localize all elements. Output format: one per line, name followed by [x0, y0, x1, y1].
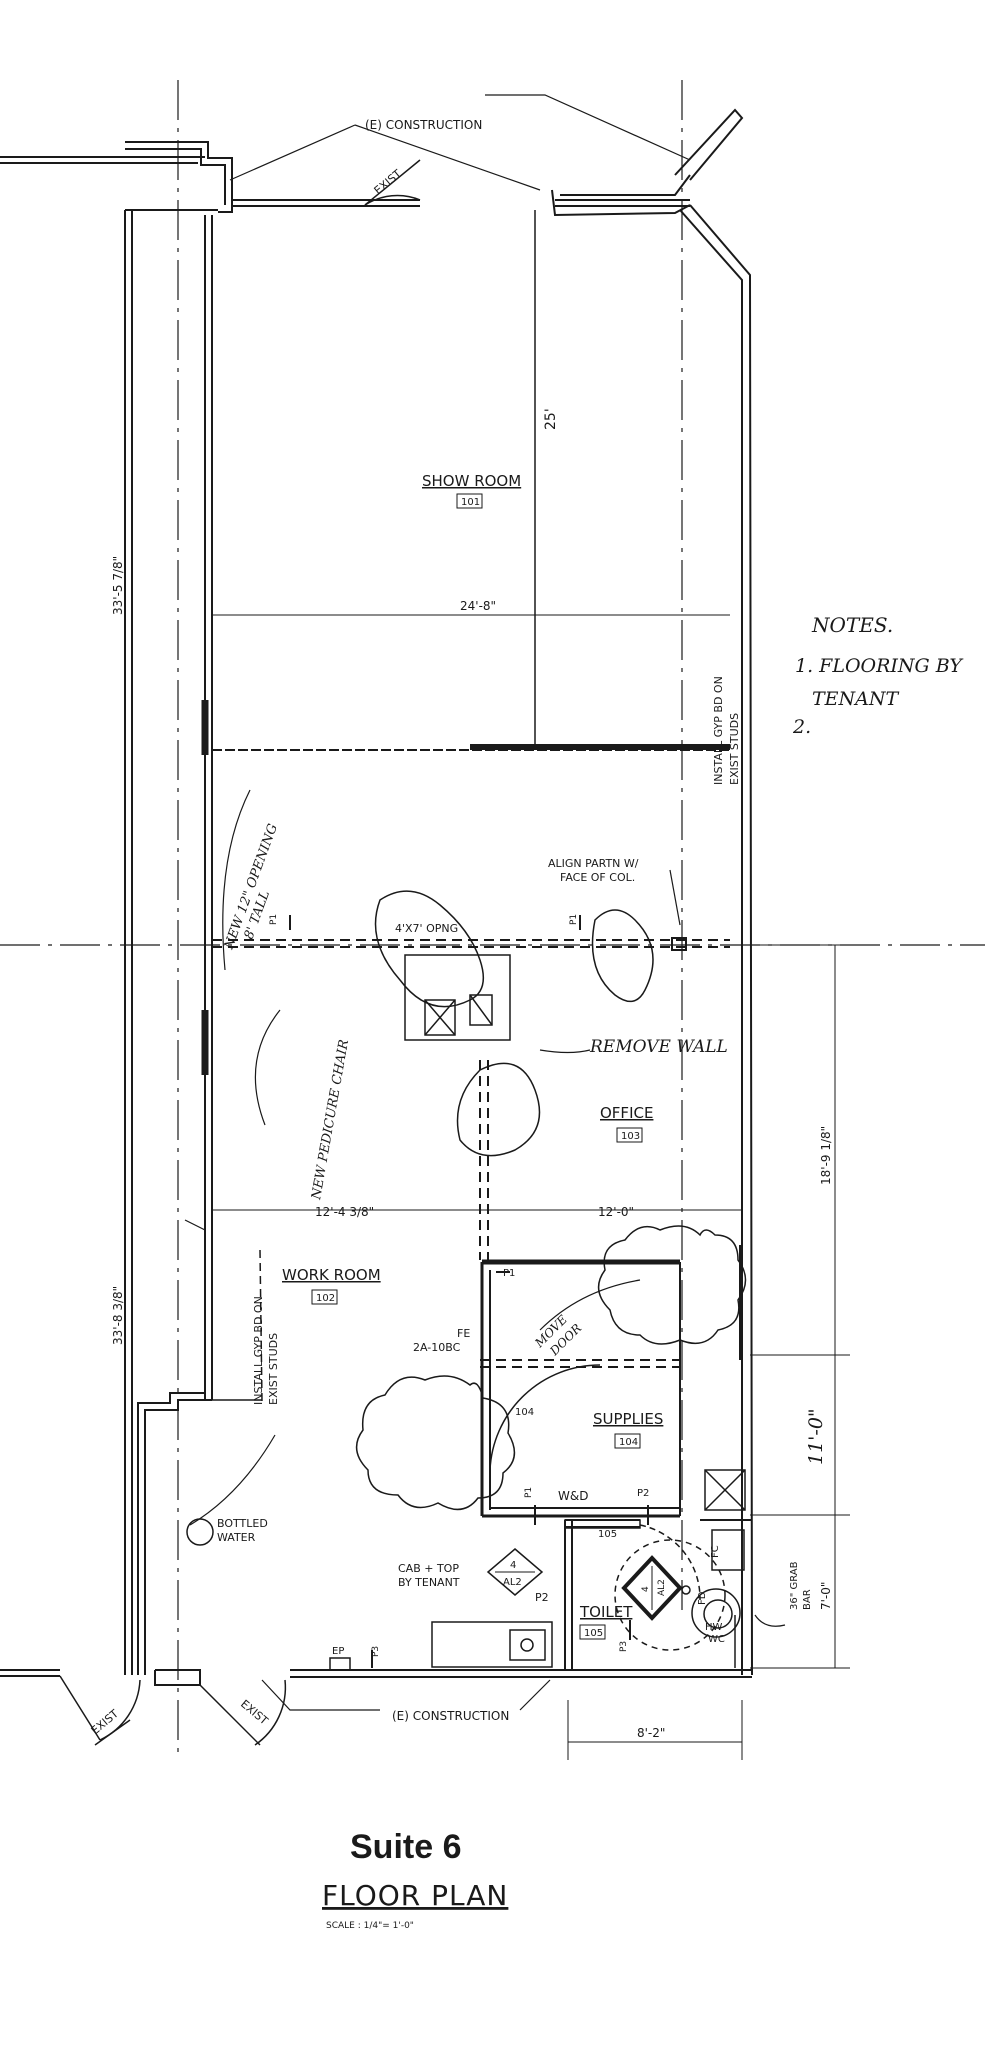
- bottled-water-2: WATER: [217, 1531, 256, 1544]
- door-tag-105: 105: [598, 1529, 617, 1540]
- dim-show-room-depth: 25': [543, 408, 559, 430]
- room-number-work-room: 102: [316, 1293, 335, 1304]
- grab-bar-2: BAR: [802, 1589, 813, 1610]
- opening-label: 4'X7' OPNG: [395, 922, 458, 935]
- partition-tag-p1-right: P1: [569, 914, 579, 925]
- dim-office-width: 12'-0": [598, 1205, 634, 1219]
- detail-tag-cab: 4 AL2: [486, 1548, 544, 1596]
- cab-top-1: CAB + TOP: [398, 1562, 459, 1575]
- dimension-lines: [212, 614, 850, 1760]
- dim-supplies-height: 11'-0": [805, 1408, 827, 1465]
- ep-label: EP: [332, 1646, 344, 1657]
- detail-tag-toilet-sheet: AL2: [657, 1579, 667, 1596]
- dim-right-upper: 18'-9 1/8": [819, 1126, 833, 1185]
- leaders: [184, 94, 786, 1711]
- dim-work-room-width: 12'-4 3/8": [315, 1205, 374, 1219]
- note-2: 2.: [792, 716, 811, 738]
- room-name-supplies: SUPPLIES: [593, 1410, 663, 1428]
- room-number-toilet: 105: [584, 1628, 603, 1639]
- room-number-supplies: 104: [619, 1437, 638, 1448]
- partition-tag-p1-left: P1: [269, 914, 279, 925]
- cab-top-2: BY TENANT: [398, 1576, 460, 1589]
- dim-right-lower: 7'-0": [819, 1582, 833, 1610]
- note-1-line-1: 1. FLOORING BY: [795, 655, 964, 677]
- room-number-office: 103: [621, 1131, 640, 1142]
- partition-tag-p3-bottom: P3: [371, 1646, 381, 1657]
- new-pedicure-chair-note: NEW PEDICURE CHAIR: [309, 1038, 352, 1201]
- room-name-toilet: TOILET: [579, 1603, 633, 1621]
- dim-toilet-width: 8'-2": [637, 1726, 665, 1740]
- dim-left-lower: 33'-8 3/8": [111, 1286, 125, 1345]
- bottled-water-1: BOTTLED: [217, 1517, 268, 1530]
- dim-left-upper: 33'-5 7/8": [111, 556, 125, 615]
- exist-label-bottom-left: EXIST: [89, 1707, 122, 1737]
- doors: [59, 159, 701, 1746]
- install-gyp-left-2: EXIST STUDS: [267, 1333, 280, 1405]
- walls: [0, 108, 753, 1686]
- existing-construction-bottom: (E) CONSTRUCTION: [392, 1709, 509, 1723]
- dim-show-room-width: 24'-8": [460, 599, 496, 613]
- centerlines: [0, 80, 985, 1760]
- partition-tag-p2-supplies: P2: [637, 1488, 649, 1499]
- partitions: [201, 210, 752, 1670]
- grab-bar-1: 36" GRAB: [789, 1561, 800, 1610]
- detail-tag-toilet-number: 4: [641, 1586, 651, 1592]
- align-partition-note-2: FACE OF COL.: [560, 871, 635, 884]
- exist-label-top: EXIST: [372, 167, 405, 197]
- fixtures: [186, 954, 746, 1671]
- room-number-show-room: 101: [461, 497, 480, 508]
- partition-tag-p2-toilet: P2: [535, 1591, 549, 1604]
- wd-label: W&D: [558, 1489, 588, 1503]
- detail-tag-cab-sheet: AL2: [503, 1577, 522, 1588]
- room-name-work-room: WORK ROOM: [282, 1266, 381, 1284]
- fd-label: FD: [697, 1591, 708, 1605]
- room-name-show-room: SHOW ROOM: [422, 472, 521, 490]
- room-name-office: OFFICE: [600, 1104, 653, 1122]
- wc-label: WC: [708, 1634, 725, 1645]
- existing-construction-top: (E) CONSTRUCTION: [365, 118, 482, 132]
- fc-label: FC: [710, 1545, 721, 1558]
- install-gyp-right-1: INSTALL GYP BD ON: [712, 676, 725, 785]
- install-gyp-left-1: INSTALL GYP BD ON: [252, 1296, 265, 1405]
- scale-label: SCALE : 1/4"= 1'-0": [326, 1921, 414, 1931]
- partition-tag-p3-toilet: P3: [619, 1641, 629, 1652]
- hw-label: HW: [705, 1622, 723, 1633]
- note-1-line-2: TENANT: [812, 688, 900, 710]
- drawing-title: FLOOR PLAN: [322, 1879, 508, 1912]
- partition-tag-p1-wd: P1: [524, 1487, 534, 1498]
- align-partition-note-1: ALIGN PARTN W/: [548, 857, 639, 870]
- partition-flags: [289, 915, 649, 1668]
- fire-extinguisher-2: 2A-10BC: [413, 1341, 461, 1354]
- install-gyp-right-2: EXIST STUDS: [728, 713, 741, 785]
- suite-title: Suite 6: [350, 1828, 461, 1866]
- detail-tag-cab-number: 4: [510, 1560, 516, 1571]
- door-tag-104: 104: [515, 1407, 534, 1418]
- exist-label-bottom-right: EXIST: [238, 1697, 271, 1727]
- revision-clouds: [355, 890, 747, 1511]
- fire-extinguisher-1: FE: [457, 1327, 470, 1340]
- notes-heading: NOTES.: [811, 613, 893, 637]
- partition-tag-p1-supplies: P1: [503, 1268, 515, 1279]
- remove-wall-note: REMOVE WALL: [589, 1037, 728, 1057]
- detail-tag-toilet: 4 AL2: [621, 1555, 683, 1621]
